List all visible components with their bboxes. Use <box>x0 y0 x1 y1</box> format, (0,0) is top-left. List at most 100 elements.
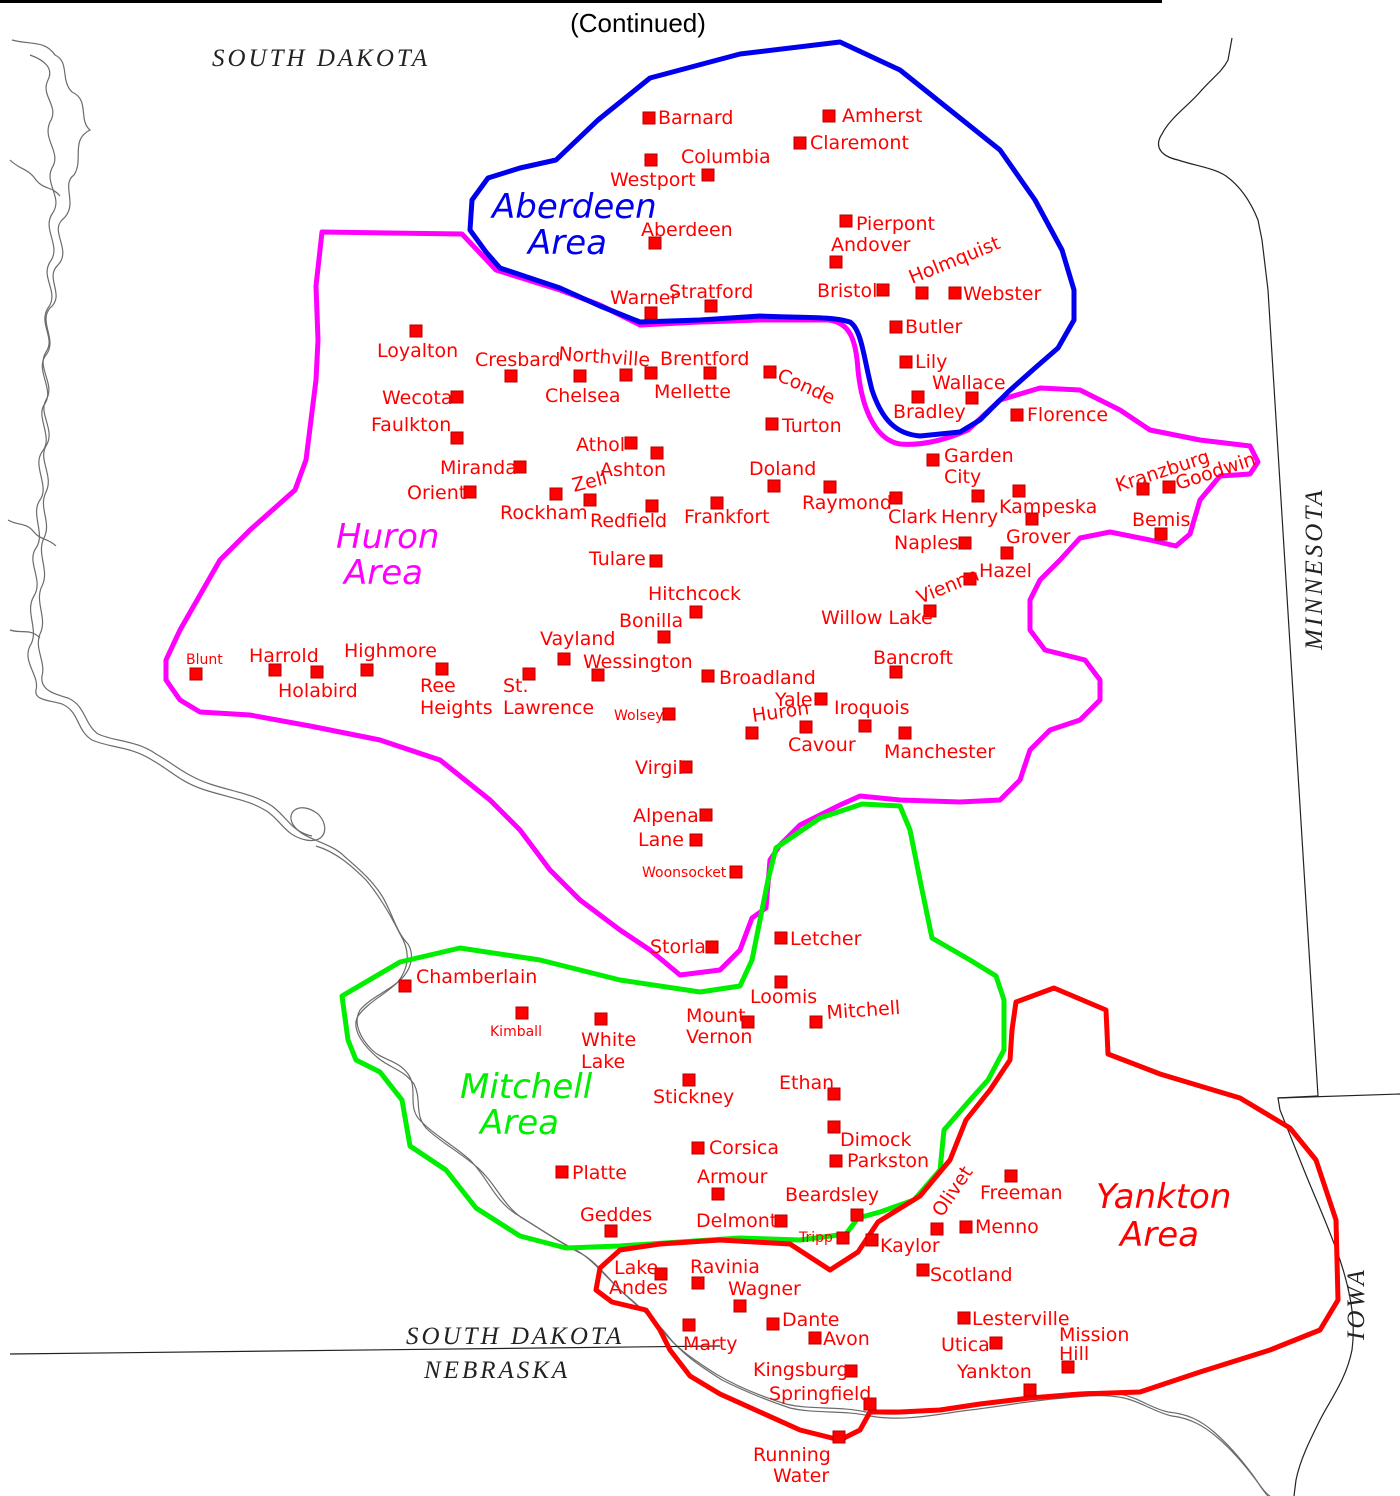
town-markers <box>189 109 1176 1444</box>
town-marker <box>971 489 985 503</box>
town-label-rockham: Rockham <box>500 502 588 524</box>
town-marker <box>1004 1169 1018 1183</box>
town-marker <box>515 1006 529 1020</box>
town-label-columbia: Columbia <box>681 146 771 168</box>
town-marker <box>844 1364 858 1378</box>
town-marker <box>957 1311 971 1325</box>
town-label-yankton: Yankton <box>956 1361 1032 1383</box>
town-marker <box>923 604 937 618</box>
town-marker <box>1025 512 1039 526</box>
town-label-brentford: Brentford <box>660 348 749 370</box>
town-label-frankfort: Frankfort <box>684 506 770 528</box>
town-marker <box>745 726 759 740</box>
town-marker <box>583 493 597 507</box>
town-label-warner: Warner <box>610 287 678 309</box>
town-label-ree: Ree <box>420 675 456 697</box>
town-label-mellette: Mellette <box>654 381 731 403</box>
town-marker <box>644 306 658 320</box>
town-marker <box>409 324 423 338</box>
town-marker <box>513 460 527 474</box>
town-marker <box>989 1336 1003 1350</box>
town-marker <box>814 692 828 706</box>
town-marker <box>766 1317 780 1331</box>
town-label-highmore: Highmore <box>344 640 437 662</box>
town-marker <box>1012 484 1026 498</box>
town-marker <box>549 487 563 501</box>
town-marker <box>682 1318 696 1332</box>
town-marker <box>763 365 777 379</box>
town-label-vayland: Vayland <box>540 628 615 650</box>
town-label-butler: Butler <box>905 316 962 338</box>
town-label-lily: Lily <box>915 351 947 373</box>
town-marker <box>829 255 843 269</box>
town-label-westport: Westport <box>610 169 696 191</box>
town-label-chamberlain: Chamberlain <box>416 966 537 988</box>
town-label-bonilla: Bonilla <box>619 610 683 632</box>
town-marker <box>691 1141 705 1155</box>
town-label-avon: Avon <box>823 1328 870 1350</box>
town-label-storla: Storla <box>650 936 706 958</box>
town-marker <box>836 1231 850 1245</box>
town-label-tulare: Tulare <box>588 548 646 570</box>
town-label-wolsey: Wolsey <box>614 708 664 724</box>
town-marker <box>1162 480 1176 494</box>
town-label-pierpont: Pierpont <box>856 213 935 235</box>
town-label-tripp: Tripp <box>798 1230 833 1246</box>
town-marker <box>809 1015 823 1029</box>
town-label-lesterville: Lesterville <box>972 1308 1070 1330</box>
town-marker <box>648 236 662 250</box>
town-marker <box>1061 1360 1075 1374</box>
town-label-bemis: Bemis <box>1132 509 1190 531</box>
town-label-yale: Yale <box>774 689 813 711</box>
town-label-andover: Andover <box>831 234 911 256</box>
town-label-ravinia: Ravinia <box>690 1256 760 1278</box>
town-label-mitchell: Mitchell <box>826 997 901 1024</box>
town-label-willow-lake: Willow Lake <box>821 607 933 629</box>
town-label-dante: Dante <box>782 1309 839 1331</box>
town-label-amherst: Amherst <box>842 105 922 127</box>
town-label-hill: Hill <box>1059 1343 1089 1365</box>
town-label-barnard: Barnard <box>658 107 733 129</box>
town-marker <box>959 1220 973 1234</box>
town-marker <box>689 833 703 847</box>
town-label-mount: Mount <box>686 1005 746 1027</box>
town-label-clark: Clark <box>888 506 937 528</box>
huron-area-label-line1: Huron <box>336 517 439 557</box>
town-marker <box>733 1299 747 1313</box>
minnesota-border <box>1157 37 1319 1097</box>
mitchell-area-label-line1: Mitchell <box>460 1067 593 1107</box>
town-label-kingsburg: Kingsburg <box>753 1359 848 1381</box>
town-marker <box>654 1267 668 1281</box>
town-label-kimball: Kimball <box>490 1024 542 1040</box>
town-label-athol: Athol <box>576 434 625 456</box>
town-marker <box>774 975 788 989</box>
town-marker <box>1154 527 1168 541</box>
town-label-dimock: Dimock <box>840 1129 912 1151</box>
town-marker <box>822 109 836 123</box>
town-label-broadland: Broadland <box>719 667 816 689</box>
town-label-lake-andes-1: Lake <box>614 1257 658 1279</box>
town-label-cresbard: Cresbard <box>475 349 561 371</box>
town-marker <box>827 1087 841 1101</box>
town-marker <box>926 453 940 467</box>
town-marker <box>624 436 638 450</box>
town-marker <box>604 1224 618 1238</box>
town-label-lake-andes-2: Andes <box>609 1277 668 1299</box>
town-marker <box>741 1015 755 1029</box>
town-marker <box>360 663 374 677</box>
town-marker <box>463 485 477 499</box>
town-marker <box>911 390 925 404</box>
town-label-alpena: Alpena <box>633 805 699 827</box>
town-label-iroquois: Iroquois <box>834 697 910 719</box>
town-marker <box>865 1233 879 1247</box>
town-marker <box>645 499 659 513</box>
huron-area-label-line2: Area <box>342 553 423 593</box>
town-label-miranda: Miranda <box>440 457 517 479</box>
town-label-grover: Grover <box>1006 526 1071 548</box>
town-marker <box>594 1012 608 1026</box>
town-label-florence: Florence <box>1027 404 1108 426</box>
town-label-faulkton: Faulkton <box>371 414 451 436</box>
aberdeen-area-label-line2: Area <box>526 223 607 263</box>
town-label-olivet: Olivet <box>928 1162 978 1221</box>
